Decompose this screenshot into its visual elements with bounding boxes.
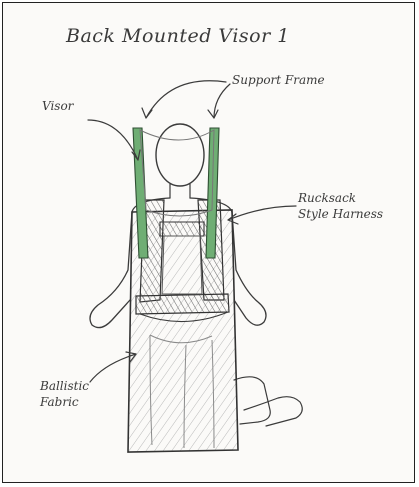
visor-arrow [88,120,138,160]
sketch-title: Back Mounted Visor 1 [65,25,290,47]
support-frame-label: Support Frame [232,73,325,87]
harness-label-line1: Rucksack [297,191,356,205]
boot-outline [244,397,302,426]
fabric-label-line2: Fabric [39,395,79,409]
visor-label: Visor [42,99,75,113]
harness-arrow [228,206,296,220]
fabric-label-line1: Ballistic [39,379,89,393]
harness-label-line2: Style Harness [298,207,383,221]
head-outline [156,124,204,186]
